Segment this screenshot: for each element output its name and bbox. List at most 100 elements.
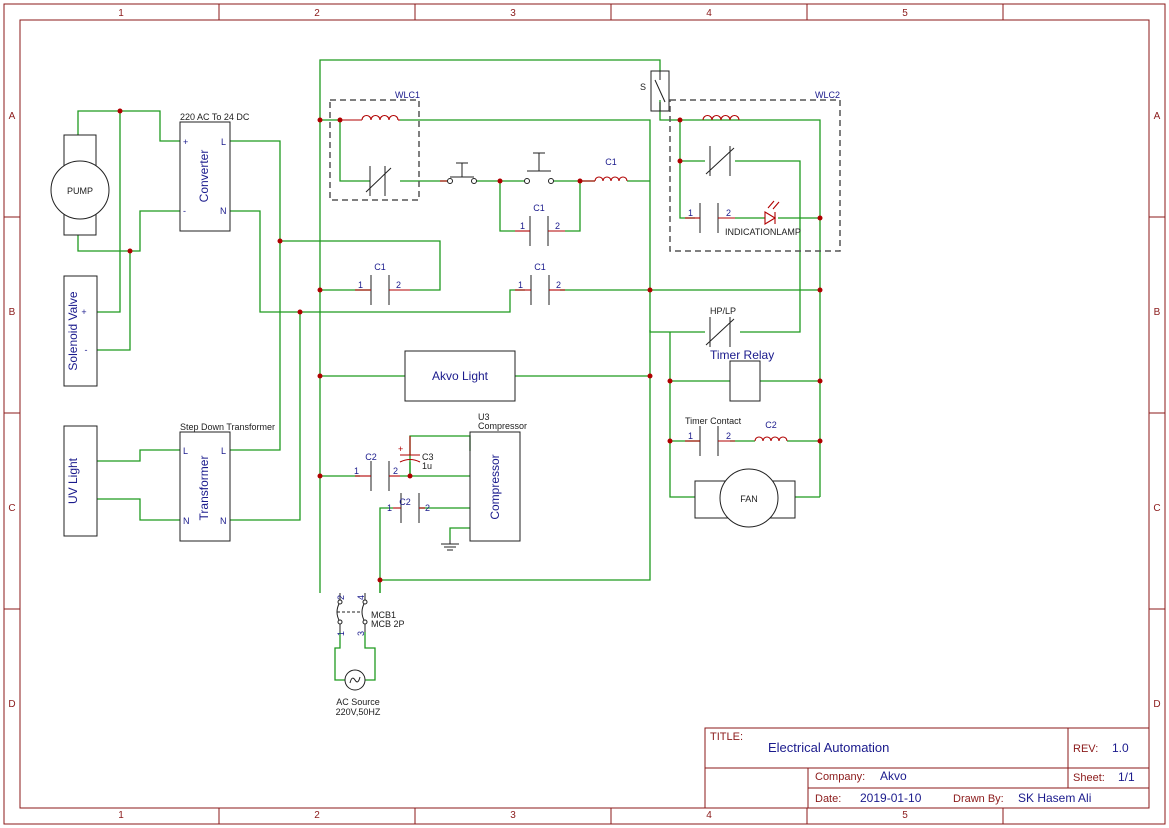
title-value: Electrical Automation (768, 740, 889, 755)
col-label-bottom: 5 (902, 810, 908, 821)
c2-contact-pin2: 2 (425, 503, 430, 513)
wlc2-contact-pin2: 2 (726, 208, 731, 218)
row-label-right: A (1154, 111, 1161, 122)
row-label-left: D (8, 699, 15, 710)
transformer-label: Transformer (197, 456, 211, 521)
pump-motor: PUMP (50, 134, 110, 236)
step-down-transformer: Step Down Transformer Transformer L N L … (179, 422, 275, 542)
c1-contact-label: C1 (374, 262, 386, 272)
ac-source: AC Source 220V,50HZ (336, 669, 381, 717)
junctions (117, 108, 823, 583)
ac-source-label: AC Source (336, 697, 380, 707)
col-label-bottom: 2 (314, 810, 320, 821)
c2-coil: C2 (754, 420, 788, 442)
ac-source-rating: 220V,50HZ (336, 707, 381, 717)
sheet-label: Sheet: (1073, 772, 1105, 784)
c2-contact-lower: C2 1 2 (387, 493, 430, 523)
compressor-label: Compressor (488, 454, 502, 519)
mcb-type: MCB 2P (371, 619, 405, 629)
wlc1-label: WLC1 (395, 90, 420, 100)
date-label: Date: (815, 793, 841, 805)
drawn-by-value: SK Hasem Ali (1018, 791, 1091, 805)
drawing-frame: 1 2 3 4 5 1 2 3 4 5 A B C D A B C D (3, 3, 1166, 825)
timer-contact-pin1: 1 (688, 431, 693, 441)
title-block: TITLE: Electrical Automation REV: 1.0 Co… (704, 727, 1150, 809)
mcb-pin: 3 (356, 631, 366, 636)
c3-capacitor: + C3 1u (398, 436, 434, 471)
switch-s: S (640, 70, 670, 112)
compressor-title: Compressor (478, 421, 527, 431)
c3-value: 1u (422, 461, 432, 471)
solenoid-label: Solenoid Valve (66, 291, 80, 370)
wlc2-coil (702, 114, 740, 121)
c1-coil: C1 (580, 157, 628, 182)
c2-contact-pin1: 1 (354, 466, 359, 476)
timer-contact-label: Timer Contact (685, 416, 742, 426)
c1-contact-pin2: 2 (396, 280, 401, 290)
c1-contact-left: C1 1 2 (355, 262, 410, 305)
c3-label: C3 (422, 452, 434, 462)
row-label-left: A (9, 111, 16, 122)
company-label: Company: (815, 771, 865, 783)
c1-contact-holding: C1 1 2 (515, 203, 565, 246)
rev-label: REV: (1073, 743, 1098, 755)
akvo-light: Akvo Light (404, 350, 516, 402)
c1-contact-pin1: 1 (520, 221, 525, 231)
col-label-top: 4 (706, 8, 712, 19)
date-value: 2019-01-10 (860, 791, 922, 805)
transformer-pin-n1: N (183, 516, 190, 526)
wlc2-group: WLC2 1 2 INDICATIONLAMP (669, 90, 841, 252)
row-label-right: D (1153, 699, 1160, 710)
row-label-right: B (1154, 307, 1161, 318)
converter-pin-minus: - (183, 206, 186, 216)
start-push-button (524, 152, 554, 184)
transformer-title: Step Down Transformer (180, 422, 275, 432)
c1-contact-pin2: 2 (556, 280, 561, 290)
col-label-bottom: 3 (510, 810, 516, 821)
sheet-value: 1/1 (1118, 770, 1135, 784)
c2-contact-pin2: 2 (393, 466, 398, 476)
drawn-by-label: Drawn By: (953, 793, 1004, 805)
converter-pin-n: N (220, 206, 227, 216)
indication-lamp-icon (764, 211, 777, 225)
transformer-pin-n2: N (220, 516, 227, 526)
c2-contact-label: C2 (399, 497, 411, 507)
fan-label: FAN (740, 494, 758, 504)
c1-coil-label: C1 (605, 157, 617, 167)
timer-contact-pin2: 2 (726, 431, 731, 441)
solenoid-pin-plus: + (81, 307, 86, 317)
solenoid-pin-minus: - (85, 345, 88, 355)
hp-lp-label: HP/LP (710, 306, 736, 316)
uv-light-label: UV Light (66, 457, 80, 504)
col-label-bottom: 4 (706, 810, 712, 821)
title-label: TITLE: (710, 731, 743, 743)
col-label-top: 5 (902, 8, 908, 19)
rev-value: 1.0 (1112, 741, 1129, 755)
mcb-pin: 1 (336, 631, 346, 636)
converter-pin-plus: + (183, 137, 188, 147)
c1-contact-label: C1 (533, 203, 545, 213)
wlc2-label: WLC2 (815, 90, 840, 100)
c1-contact-pin2: 2 (555, 221, 560, 231)
solenoid-valve: Solenoid Valve + - (63, 275, 98, 387)
wlc2-contact-pin1: 1 (688, 208, 693, 218)
timer-relay-label: Timer Relay (710, 348, 774, 362)
converter-module: 220 AC To 24 DC Converter + - L N (179, 112, 250, 232)
pump-label: PUMP (67, 186, 93, 196)
timer-relay: Timer Relay (710, 348, 774, 402)
compressor-ref: U3 (478, 412, 490, 422)
c2-contact-label: C2 (365, 452, 377, 462)
mcb-pin: 2 (336, 595, 346, 600)
c1-contact-pin1: 1 (518, 280, 523, 290)
row-label-left: B (9, 307, 16, 318)
c3-polarity: + (398, 444, 403, 454)
converter-title: 220 AC To 24 DC (180, 112, 250, 122)
c2-coil-label: C2 (765, 420, 777, 430)
compressor: U3 Compressor Compressor (469, 412, 527, 542)
mcb-pin: 4 (356, 595, 366, 600)
c1-contact-right: C1 1 2 (515, 262, 565, 305)
fan-motor: FAN (694, 468, 796, 528)
c2-contact-pin1: 1 (387, 503, 392, 513)
indication-lamp-label: INDICATIONLAMP (725, 227, 801, 237)
